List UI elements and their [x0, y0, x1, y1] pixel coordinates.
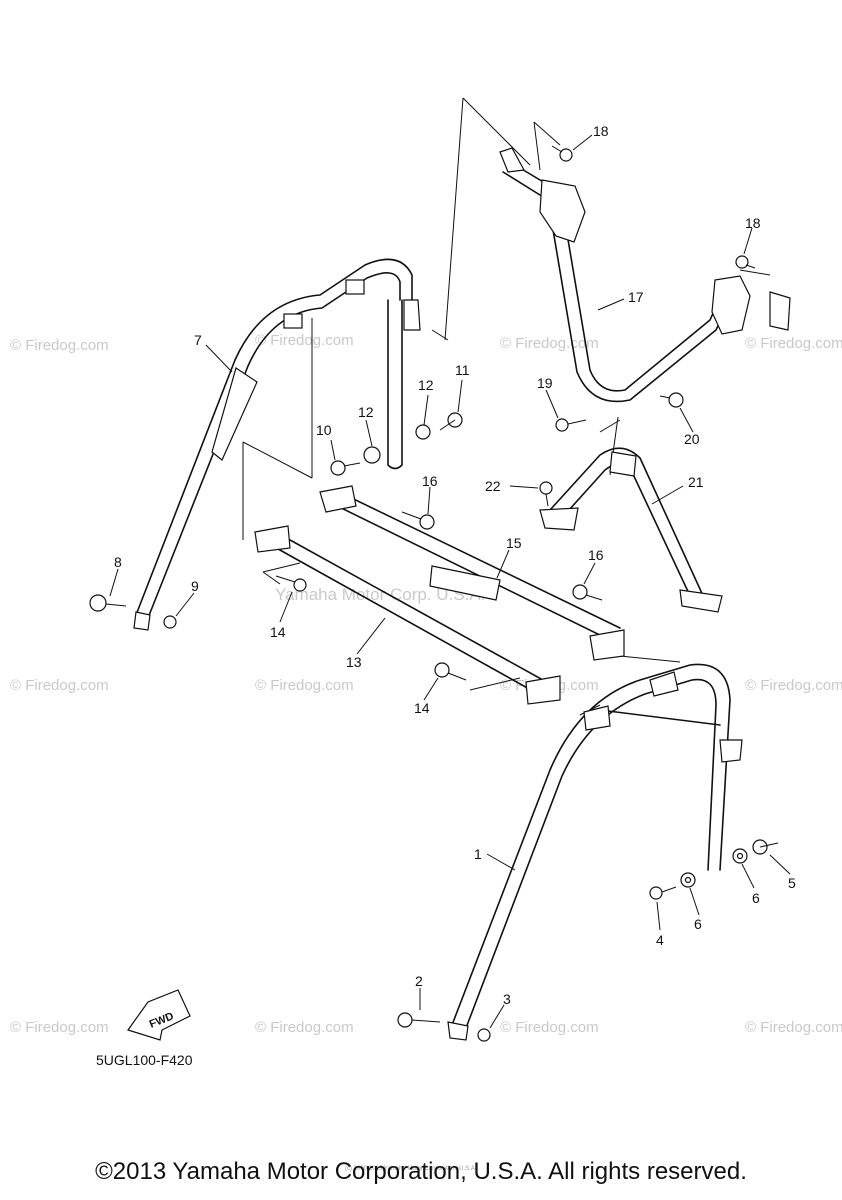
bolt-20 — [659, 392, 684, 408]
watermark-company: Yamaha Motor Corp. U.S.A. — [275, 585, 485, 604]
assembly-lines — [242, 97, 771, 716]
watermark: © Firedog.com — [10, 677, 109, 694]
nut-9 — [163, 615, 177, 629]
callout-11: 11 — [455, 362, 470, 378]
watermark: © Firedog.com — [10, 1019, 109, 1036]
callout-19: 19 — [537, 375, 553, 391]
fwd-arrow-icon: FWD — [127, 989, 191, 1041]
bolt-10 — [330, 460, 361, 476]
washer-6a — [680, 872, 696, 888]
callout-13: 13 — [346, 654, 362, 670]
callout-10: 10 — [316, 422, 332, 438]
nut-3 — [477, 1028, 491, 1042]
bolt-11 — [439, 412, 463, 431]
part-17-bar — [499, 147, 791, 403]
callout-7: 7 — [194, 332, 202, 348]
bolt-19 — [555, 418, 587, 432]
callout-16a: 16 — [422, 473, 438, 489]
callout-17: 17 — [628, 289, 644, 305]
bolt-14a — [275, 575, 307, 592]
part-1-bar — [447, 663, 743, 1041]
callout-8: 8 — [114, 554, 122, 570]
bolt-2 — [397, 1012, 441, 1028]
callouts: 1 2 3 4 5 6 6 7 8 9 10 11 12 12 13 14 14… — [114, 123, 796, 1007]
watermark: © Firedog.com — [745, 1019, 842, 1036]
fasteners — [89, 145, 779, 1042]
callout-16b: 16 — [588, 547, 604, 563]
callout-18a: 18 — [593, 123, 609, 139]
part-21-bracket — [539, 447, 723, 613]
callout-3: 3 — [503, 991, 511, 1007]
callout-20: 20 — [684, 431, 700, 447]
washer-12b — [415, 424, 431, 440]
part-15-member — [319, 485, 625, 661]
bolt-16a — [401, 511, 435, 530]
watermark: © Firedog.com — [745, 677, 842, 694]
callout-15: 15 — [506, 535, 522, 551]
callout-18b: 18 — [745, 215, 761, 231]
watermark: © Firedog.com — [745, 335, 842, 352]
callout-leaders — [109, 134, 791, 1029]
part-7-bar — [133, 258, 421, 631]
copyright-notice: ©2013 Yamaha Motor Corporation, U.S.A. A… — [95, 1158, 747, 1185]
watermark: © Firedog.com — [255, 332, 354, 349]
callout-12b: 12 — [358, 404, 374, 420]
callout-6b: 6 — [752, 890, 760, 906]
diagram-code: 5UGL100-F420 — [96, 1052, 193, 1068]
washer-6b — [732, 848, 748, 864]
callout-12a: 12 — [418, 377, 434, 393]
watermark: © Firedog.com — [255, 677, 354, 694]
callout-22: 22 — [485, 478, 501, 494]
bolt-14b — [434, 662, 467, 681]
bolt-18a — [551, 145, 573, 162]
callout-1: 1 — [474, 846, 482, 862]
tiny-credit: (c) 2000-2015 Yamaha Motor Corporation, … — [345, 1166, 477, 1172]
callout-2: 2 — [415, 973, 423, 989]
watermark: © Firedog.com — [10, 337, 109, 354]
callout-14a: 14 — [270, 624, 286, 640]
callout-6a: 6 — [694, 916, 702, 932]
watermark: © Firedog.com — [255, 1019, 354, 1036]
bolt-4 — [649, 886, 677, 900]
bolt-8 — [89, 594, 127, 612]
bolt-22 — [539, 481, 553, 507]
watermark: © Firedog.com — [500, 335, 599, 352]
callout-14b: 14 — [414, 700, 430, 716]
callout-5: 5 — [788, 875, 796, 891]
bolt-18b — [735, 255, 756, 269]
callout-4: 4 — [656, 932, 664, 948]
watermark: © Firedog.com — [500, 1019, 599, 1036]
callout-21: 21 — [688, 474, 704, 490]
washer-12a — [363, 446, 381, 464]
bolt-16b — [572, 584, 603, 601]
callout-9: 9 — [191, 578, 199, 594]
bolt-5 — [752, 839, 779, 855]
part-13-member — [254, 525, 561, 705]
